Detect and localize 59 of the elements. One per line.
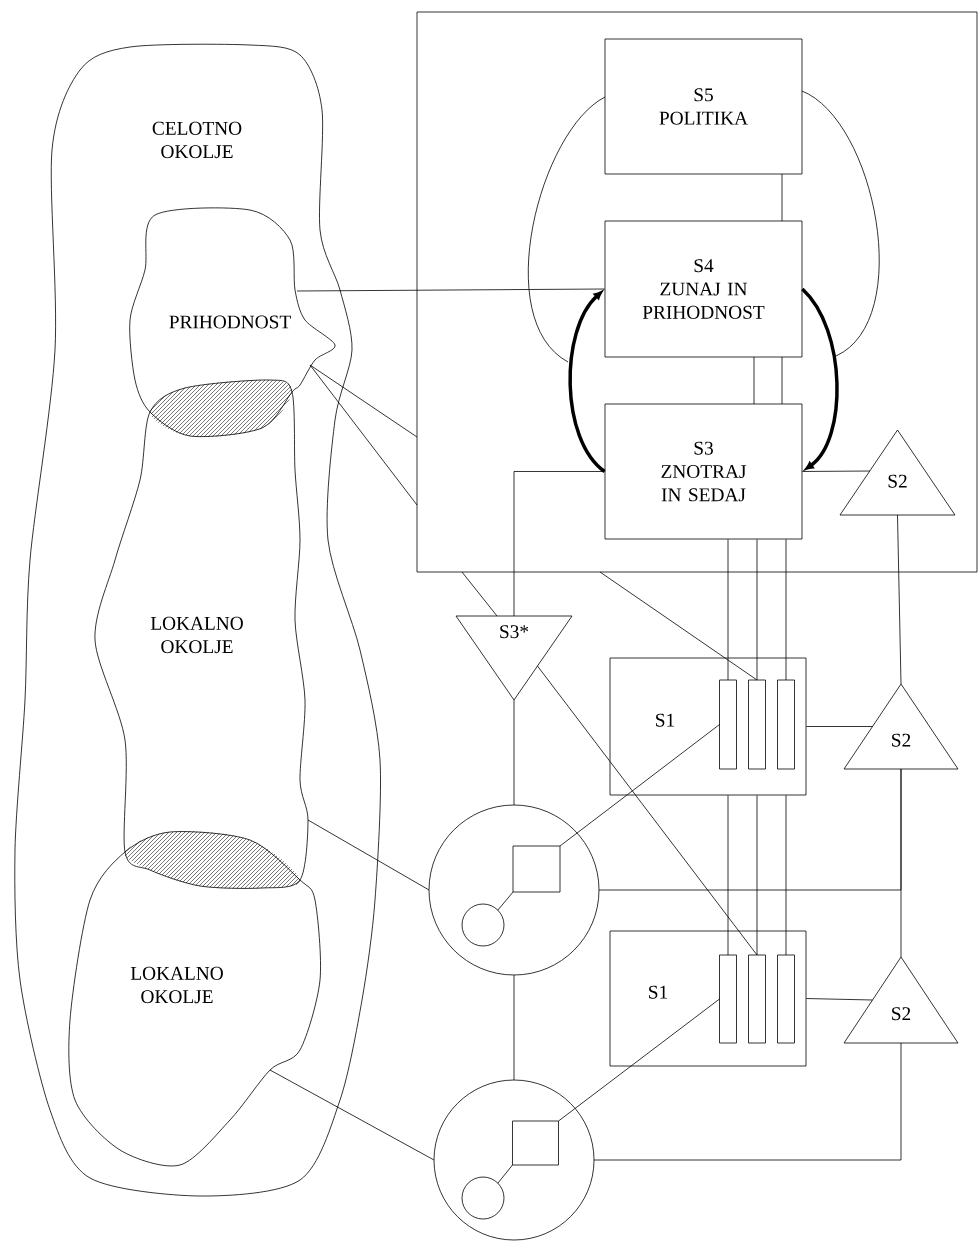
connector	[806, 998, 873, 1001]
connector	[727, 795, 729, 956]
connector	[528, 96, 606, 363]
connector	[309, 364, 418, 438]
connector	[598, 768, 902, 891]
connector	[461, 571, 498, 617]
connector	[269, 1069, 435, 1161]
triangle: S2	[843, 683, 959, 770]
circle	[428, 804, 600, 976]
connector	[559, 724, 720, 847]
connector	[897, 514, 902, 685]
circle	[461, 1176, 505, 1220]
bar	[748, 679, 766, 770]
connector	[785, 795, 787, 956]
connector	[802, 470, 871, 472]
bar	[719, 679, 737, 770]
square	[512, 845, 561, 893]
connector	[296, 288, 605, 292]
connector	[558, 998, 720, 1122]
connector	[307, 819, 430, 891]
connector	[309, 364, 418, 506]
circle	[461, 903, 505, 947]
connector	[513, 699, 515, 806]
connector	[781, 356, 783, 405]
circle	[433, 1079, 595, 1241]
connector	[781, 173, 783, 222]
region-blob: LOKALNO OKOLJE	[68, 831, 321, 1167]
curved-arrow	[568, 291, 606, 473]
curved-arrow	[801, 287, 839, 470]
region-blob: LOKALNO OKOLJE	[94, 379, 309, 889]
triangle: S2	[839, 429, 956, 516]
square	[512, 1120, 559, 1166]
connector	[599, 571, 758, 681]
region-blob: PRIHODNOST	[129, 207, 336, 437]
connector	[537, 665, 758, 956]
system-box: S5 POLITIKA	[604, 38, 803, 175]
connector	[513, 471, 605, 617]
inverted-triangle: S3*	[455, 615, 573, 701]
connector	[756, 539, 758, 681]
connector	[727, 539, 729, 681]
system-box: S1	[609, 930, 807, 1067]
bar	[777, 679, 795, 770]
bar	[719, 954, 737, 1044]
system-box: S1	[609, 657, 807, 796]
connector	[753, 356, 755, 405]
system-box: S3 ZNOTRAJ IN SEDAJ	[604, 403, 803, 540]
system-box: S4 ZUNAJ IN PRIHODNOST	[604, 220, 803, 358]
triangle: S2	[843, 956, 959, 1044]
connector	[593, 1042, 902, 1161]
connector	[806, 726, 873, 727]
connector	[497, 891, 514, 911]
connector	[801, 90, 880, 357]
connector	[513, 974, 515, 1081]
connector	[785, 539, 787, 681]
connector	[756, 795, 758, 956]
bar	[748, 954, 766, 1044]
connector	[497, 1164, 513, 1184]
system-frame	[416, 11, 978, 573]
bar	[777, 954, 795, 1044]
